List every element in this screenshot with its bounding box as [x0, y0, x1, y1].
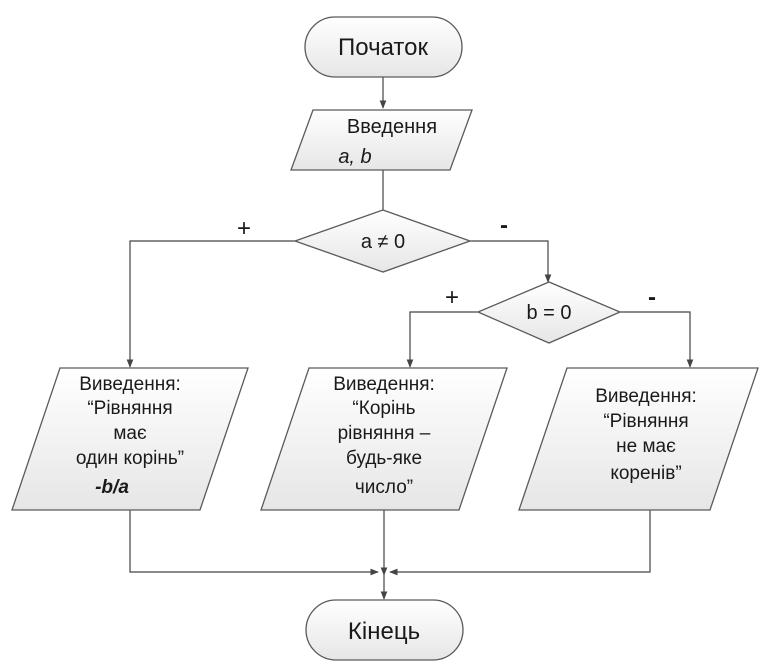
output-no-roots: Виведення: “Рівняння не має коренів”: [518, 367, 759, 511]
output1-formula: -b/a: [95, 477, 129, 498]
output2-line-4: будь-яке: [346, 448, 422, 469]
output2-line-5: число”: [355, 477, 413, 498]
connector-output1-merge: [129, 510, 379, 576]
decision2-no-label: -: [648, 284, 656, 311]
output1-line-4: один корінь”: [76, 448, 184, 469]
connector-decision2-no: [620, 311, 694, 368]
start-label: Початок: [338, 34, 428, 61]
connector-decision1-no: [470, 240, 552, 283]
output-any-number: Виведення: “Корінь рівняння – будь-яке ч…: [260, 367, 508, 511]
output1-line-2: “Рівняння: [87, 398, 172, 419]
output3-line-2: “Рівняння: [603, 411, 688, 432]
connector-decision2-yes: [406, 311, 478, 368]
decision2-yes-label: +: [445, 284, 459, 311]
input-variables: a, b: [338, 146, 371, 168]
output2-line-3: рівняння –: [338, 423, 431, 444]
output3-line-1: Виведення:: [595, 386, 697, 407]
output-one-root: Виведення: “Рівняння має один корінь” -b…: [11, 367, 249, 511]
end-label: Кінець: [348, 618, 420, 645]
output2-line-2: “Корінь: [352, 398, 415, 419]
connector-output3-merge: [389, 510, 651, 576]
output2-line-1: Виведення:: [333, 374, 435, 395]
input-block: Введення a, b: [290, 109, 473, 171]
decision-b-zero: b = 0 + -: [445, 281, 656, 344]
connectors: [126, 77, 694, 600]
output3-line-3: не має: [616, 436, 676, 457]
decision1-no-label: -: [500, 212, 508, 239]
decision1-condition: a ≠ 0: [361, 231, 405, 253]
output1-line-1: Виведення:: [79, 374, 181, 395]
output3-line-4: коренів”: [610, 463, 681, 484]
input-label: Введення: [347, 116, 437, 138]
output1-line-3: має: [113, 423, 147, 444]
decision-a-not-zero: a ≠ 0 + -: [237, 209, 508, 273]
start-terminator: Початок: [304, 16, 463, 78]
decision2-condition: b = 0: [526, 302, 571, 324]
end-terminator: Кінець: [305, 599, 464, 661]
decision1-yes-label: +: [237, 215, 251, 242]
connector-decision1-yes: [126, 240, 295, 368]
